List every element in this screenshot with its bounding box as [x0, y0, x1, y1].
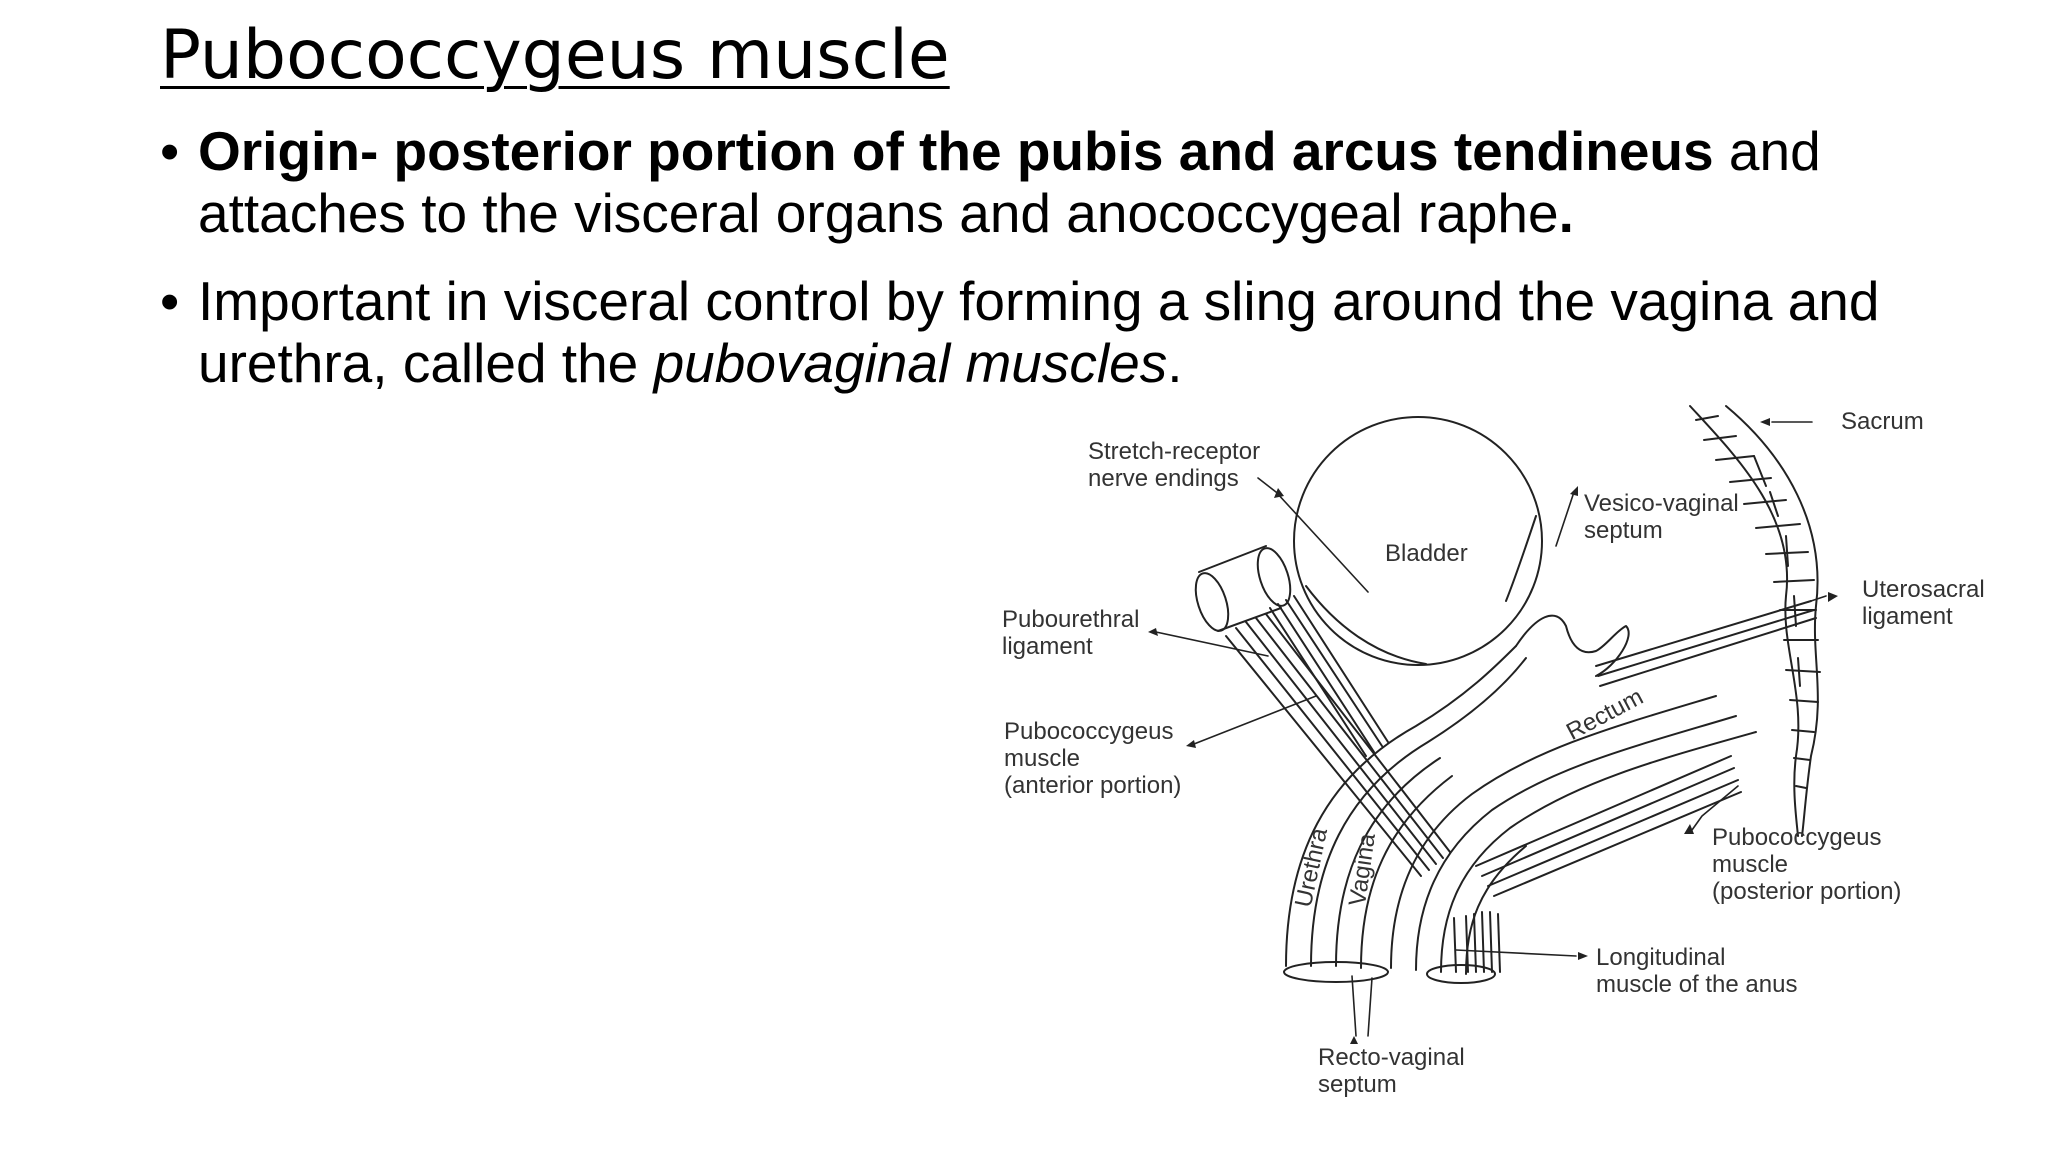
arrow-heads: [1148, 418, 1838, 1044]
anal-opening: [1426, 964, 1496, 984]
label-stretch-receptor: Stretch-receptor nerve endings: [1088, 438, 1261, 492]
bullet-marker: •: [160, 120, 180, 182]
vesico-vaginal-fold: [1515, 614, 1630, 677]
pubococcygeus-posterior-fibres: [1475, 755, 1742, 897]
bullet-visceral-control: • Important in visceral control by formi…: [160, 270, 1960, 394]
urethra-vagina-opening: [1283, 961, 1389, 983]
bullet-list: • Origin- posterior portion of the pubis…: [160, 120, 1960, 420]
slide-title: Pubococcygeus muscle: [160, 16, 950, 95]
pubic-bone: [1194, 545, 1292, 632]
pubococcygeus-anterior-fibres: [1225, 613, 1451, 877]
label-recto-vaginal-septum: Recto-vaginal septum: [1318, 1044, 1465, 1098]
bladder-neck: [1305, 585, 1427, 665]
pubovaginal-term: pubovaginal muscles: [653, 332, 1168, 394]
pelvic-organ-tubes: [1283, 645, 1757, 984]
bladder-outline: [1293, 416, 1543, 666]
diagram-drawing: [1148, 405, 1838, 1044]
sacrum-bone: [1689, 405, 1821, 837]
bullet-origin: • Origin- posterior portion of the pubis…: [160, 120, 1960, 244]
label-pubococcygeus-posterior: Pubococcygeus muscle (posterior portion): [1712, 824, 1902, 905]
bladder-wall: [1505, 515, 1537, 602]
label-pubococcygeus-anterior: Pubococcygeus muscle (anterior portion): [1004, 718, 1182, 799]
leader-lines: [1155, 421, 1827, 1037]
visceral-control-end: .: [1167, 332, 1183, 394]
visceral-control-text: Important in visceral control by forming…: [198, 270, 1880, 394]
origin-bold-text: Origin- posterior portion of the pubis a…: [198, 120, 1714, 182]
label-uterosacral-ligament: Uterosacral ligament: [1862, 576, 1985, 630]
uterosacral-ligament: [1595, 600, 1817, 687]
origin-end: .: [1558, 182, 1574, 244]
pelvic-floor-diagram: Sacrum Stretch-receptor nerve endings Ve…: [996, 396, 2006, 1102]
label-longitudinal-muscle: Longitudinal muscle of the anus: [1596, 944, 1798, 998]
bullet-marker: •: [160, 270, 180, 332]
label-bladder: Bladder: [1385, 540, 1468, 567]
origin-text: and attaches to the visceral organs and …: [198, 120, 1821, 244]
label-pubourethral-ligament: Pubourethral ligament: [1002, 606, 1140, 660]
label-sacrum: Sacrum: [1841, 408, 1924, 435]
label-vesico-vaginal-septum: Vesico-vaginal septum: [1584, 490, 1739, 544]
